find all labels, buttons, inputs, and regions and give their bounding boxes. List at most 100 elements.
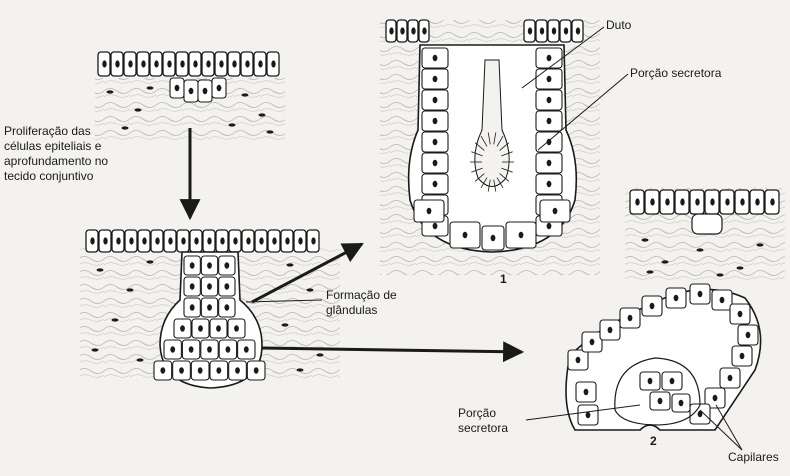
cell-nucleus — [181, 237, 185, 244]
cell-nucleus — [154, 60, 158, 67]
cell-nucleus — [103, 237, 107, 244]
leader-capillaries-b — [716, 405, 742, 450]
cell-nucleus — [547, 118, 552, 124]
cell-nucleus — [422, 27, 426, 34]
cell-nucleus — [142, 237, 146, 244]
cell-nucleus — [433, 223, 438, 229]
cell-nucleus — [254, 367, 259, 373]
budding-cell — [692, 214, 722, 234]
epithelium-row-b — [86, 230, 319, 252]
fibroblast-nucleus — [662, 260, 669, 263]
cell-nucleus — [245, 60, 249, 67]
cell-nucleus — [271, 60, 275, 67]
fibroblast-nucleus — [107, 90, 114, 93]
cell-nucleus — [648, 378, 653, 384]
cell-nucleus — [220, 237, 224, 244]
cell-nucleus — [674, 295, 679, 301]
cell-nucleus — [141, 60, 145, 67]
secretory-bottom-line-2: secretora — [458, 421, 508, 436]
endocrine-gland-2 — [566, 284, 761, 430]
stage-right-epithelium — [625, 188, 785, 283]
cell-nucleus — [206, 60, 210, 67]
cell-nucleus — [194, 237, 198, 244]
fibroblast-nucleus — [717, 273, 724, 276]
cell-nucleus — [198, 367, 203, 373]
cell-nucleus — [298, 237, 302, 244]
cell-nucleus — [226, 346, 231, 352]
cell-nucleus — [224, 262, 229, 268]
label-duct: Duto — [606, 18, 631, 33]
cell-nucleus — [491, 235, 496, 241]
cell-nucleus — [650, 303, 655, 309]
cell-nucleus — [433, 160, 438, 166]
proliferation-line-4: tecido conjuntivo — [4, 169, 108, 184]
formation-line-1: Formação de — [326, 288, 397, 303]
cell-nucleus — [553, 208, 558, 214]
proliferation-line-3: aprofundamento no — [4, 154, 108, 169]
cell-nucleus — [698, 291, 703, 297]
fibroblast-nucleus — [757, 243, 764, 246]
cell-nucleus — [427, 208, 432, 214]
cell-nucleus — [232, 60, 236, 67]
proliferation-line-1: Proliferação das — [4, 124, 108, 139]
cell-nucleus — [552, 27, 556, 34]
cell-nucleus — [217, 85, 222, 91]
cell-nucleus — [738, 311, 743, 317]
cell-nucleus — [740, 198, 744, 205]
cell-nucleus — [115, 60, 119, 67]
cell-nucleus — [528, 27, 532, 34]
cell-nucleus — [740, 353, 745, 359]
proliferation-line-2: células epiteliais e — [4, 139, 108, 154]
fibroblast-nucleus — [267, 130, 274, 133]
cell-nucleus — [433, 118, 438, 124]
cell-nucleus — [207, 304, 212, 310]
cell-nucleus — [272, 237, 276, 244]
fibroblast-nucleus — [242, 93, 249, 96]
epithelium-row-a — [98, 52, 279, 76]
cell-nucleus — [129, 237, 133, 244]
cell-nucleus — [244, 346, 249, 352]
cell-nucleus — [746, 332, 751, 338]
cell-nucleus — [433, 76, 438, 82]
label-secretory-bottom: Porção secretora — [458, 406, 508, 436]
cell-nucleus — [770, 198, 774, 205]
cell-nucleus — [433, 181, 438, 187]
cell-nucleus — [547, 55, 552, 61]
label-number-1: 1 — [500, 272, 507, 287]
cell-nucleus — [90, 237, 94, 244]
cell-nucleus — [590, 339, 595, 345]
cell-nucleus — [246, 237, 250, 244]
stage-invagination — [80, 230, 340, 388]
cell-nucleus — [180, 60, 184, 67]
cell-nucleus — [311, 237, 315, 244]
fibroblast-nucleus — [137, 358, 144, 361]
fibroblast-nucleus — [697, 248, 704, 251]
cell-nucleus — [160, 367, 165, 373]
fibroblast-nucleus — [97, 268, 104, 271]
cell-nucleus — [725, 198, 729, 205]
cell-nucleus — [576, 27, 580, 34]
cell-nucleus — [155, 237, 159, 244]
cell-nucleus — [259, 237, 263, 244]
cell-nucleus — [658, 398, 663, 404]
cell-nucleus — [258, 60, 262, 67]
secretory-bottom-line-1: Porção — [458, 406, 508, 421]
cell-nucleus — [216, 367, 221, 373]
cell-nucleus — [190, 283, 195, 289]
fibroblast-nucleus — [147, 86, 154, 89]
cell-nucleus — [679, 400, 684, 406]
cell-nucleus — [207, 283, 212, 289]
cell-nucleus — [234, 325, 239, 331]
fibroblast-nucleus — [287, 263, 294, 266]
cell-nucleus — [433, 55, 438, 61]
fibroblast-nucleus — [647, 270, 654, 273]
cell-nucleus — [190, 304, 195, 310]
cell-nucleus — [635, 198, 639, 205]
cell-nucleus — [193, 60, 197, 67]
cell-nucleus — [175, 85, 180, 91]
cell-nucleus — [102, 60, 106, 67]
cell-nucleus — [463, 232, 468, 238]
label-number-2: 2 — [650, 434, 657, 449]
cell-nucleus — [233, 237, 237, 244]
fibroblast-nucleus — [307, 288, 314, 291]
